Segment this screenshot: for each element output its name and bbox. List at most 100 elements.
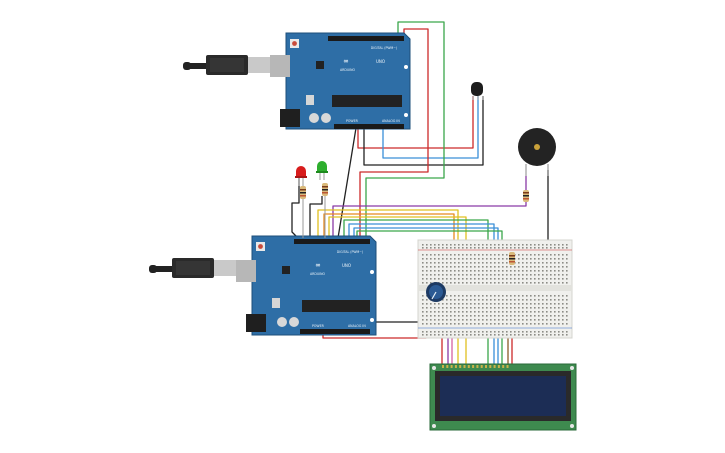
- chip-small: [316, 61, 324, 69]
- breadboard-hole: [538, 278, 540, 280]
- breadboard-hole: [502, 299, 504, 301]
- breadboard-hole: [450, 258, 452, 260]
- breadboard-hole: [470, 323, 472, 325]
- breadboard-hole: [498, 319, 500, 321]
- breadboard-hole: [566, 323, 568, 325]
- breadboard-hole: [482, 299, 484, 301]
- breadboard-hole: [558, 247, 560, 249]
- breadboard-hole: [482, 311, 484, 313]
- breadboard-hole: [562, 270, 564, 272]
- breadboard-hole: [554, 311, 556, 313]
- uno-label: UNO: [376, 59, 385, 64]
- breadboard-hole: [534, 323, 536, 325]
- breadboard-hole: [422, 295, 424, 297]
- breadboard-hole: [514, 334, 516, 336]
- breadboard-hole: [550, 254, 552, 256]
- breadboard-hole: [554, 295, 556, 297]
- usb-cable-top-icon[interactable]: [183, 55, 270, 75]
- breadboard-hole: [538, 323, 540, 325]
- breadboard-hole: [522, 331, 524, 333]
- breadboard-hole: [514, 282, 516, 284]
- breadboard-hole: [430, 247, 432, 249]
- breadboard-hole: [562, 334, 564, 336]
- breadboard-hole: [442, 299, 444, 301]
- resistor-green-led[interactable]: [322, 183, 328, 238]
- breadboard-hole: [442, 323, 444, 325]
- breadboard-hole: [566, 315, 568, 317]
- breadboard-hole: [498, 323, 500, 325]
- breadboard-hole: [486, 282, 488, 284]
- breadboard-hole: [454, 315, 456, 317]
- breadboard-hole: [438, 274, 440, 276]
- breadboard-hole: [530, 258, 532, 260]
- breadboard-hole: [474, 295, 476, 297]
- lcd-pin: [463, 365, 466, 368]
- breadboard-hole: [542, 258, 544, 260]
- breadboard-hole: [466, 307, 468, 309]
- piezo-buzzer-icon[interactable]: [518, 128, 556, 176]
- breadboard-hole: [550, 299, 552, 301]
- breadboard-hole: [474, 274, 476, 276]
- breadboard-hole: [542, 270, 544, 272]
- breadboard-hole: [534, 244, 536, 246]
- breadboard-hole: [430, 315, 432, 317]
- breadboard-hole: [542, 295, 544, 297]
- breadboard-hole: [514, 274, 516, 276]
- breadboard-hole: [430, 331, 432, 333]
- potentiometer-icon[interactable]: [426, 282, 446, 302]
- breadboard-hole: [446, 266, 448, 268]
- breadboard-hole: [426, 244, 428, 246]
- breadboard-hole: [558, 295, 560, 297]
- arduino-uno-top[interactable]: DIGITAL (PWM~) ∞ UNO ARDUINO POWER ANALO…: [270, 32, 411, 130]
- breadboard-hole: [502, 254, 504, 256]
- breadboard-hole: [506, 278, 508, 280]
- breadboard-hole: [534, 270, 536, 272]
- wire-purple-buzzer: [332, 176, 527, 238]
- breadboard-hole: [450, 315, 452, 317]
- red-led-icon[interactable]: [295, 166, 307, 186]
- breadboard-hole: [466, 254, 468, 256]
- breadboard-hole: [462, 270, 464, 272]
- breadboard-hole: [462, 266, 464, 268]
- breadboard-hole: [422, 331, 424, 333]
- lcd-16x2-icon[interactable]: [429, 363, 577, 431]
- breadboard-hole: [450, 254, 452, 256]
- breadboard-hole: [486, 307, 488, 309]
- breadboard-hole: [474, 254, 476, 256]
- lcd-pin: [459, 365, 462, 368]
- breadboard-hole: [426, 247, 428, 249]
- breadboard-hole: [470, 270, 472, 272]
- breadboard-hole: [490, 323, 492, 325]
- breadboard-hole: [450, 303, 452, 305]
- breadboard-hole: [450, 331, 452, 333]
- breadboard-hole: [518, 303, 520, 305]
- green-led-icon[interactable]: [316, 161, 328, 180]
- breadboard-hole: [506, 315, 508, 317]
- breadboard-hole: [542, 262, 544, 264]
- breadboard-hole: [466, 247, 468, 249]
- resistor-red-led[interactable]: [300, 186, 306, 238]
- analog-label: ANALOG IN: [348, 324, 366, 328]
- breadboard-hole: [506, 247, 508, 249]
- breadboard-hole: [486, 331, 488, 333]
- temperature-sensor-icon[interactable]: [471, 82, 484, 100]
- breadboard-hole: [442, 274, 444, 276]
- breadboard-hole: [526, 254, 528, 256]
- lcd-pin: [502, 365, 505, 368]
- breadboard-hole: [546, 311, 548, 313]
- breadboard-hole: [474, 307, 476, 309]
- breadboard-hole: [558, 244, 560, 246]
- arduino-uno-bottom[interactable]: DIGITAL (PWM~) ∞ UNO ARDUINO POWER ANALO…: [236, 235, 377, 336]
- breadboard-hole: [538, 299, 540, 301]
- breadboard-hole: [466, 331, 468, 333]
- resistor-buzzer[interactable]: [523, 190, 529, 202]
- resistor-breadboard[interactable]: [509, 252, 515, 265]
- usb-cable-bottom-icon[interactable]: [149, 258, 236, 278]
- breadboard-hole: [482, 331, 484, 333]
- breadboard-hole: [466, 262, 468, 264]
- breadboard-hole: [530, 254, 532, 256]
- breadboard-hole: [426, 254, 428, 256]
- breadboard-hole: [514, 295, 516, 297]
- digital-header: [328, 36, 404, 41]
